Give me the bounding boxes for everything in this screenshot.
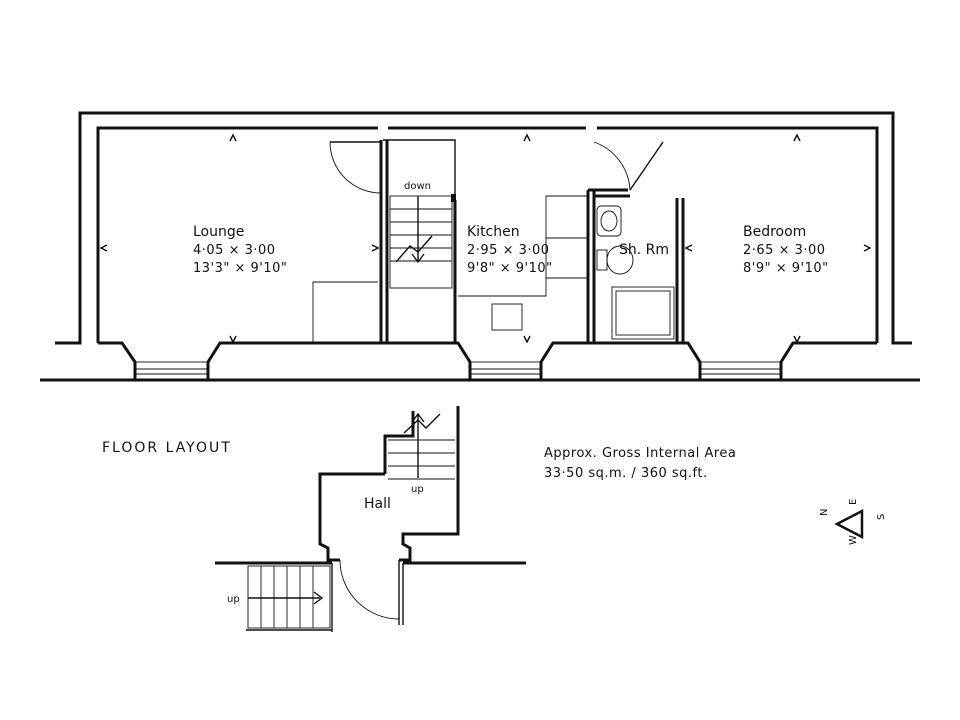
stairs-hall-up: [388, 412, 455, 480]
compass-icon: N E S W: [819, 499, 887, 545]
kitchen-name: Kitchen: [467, 224, 520, 240]
lounge-imperial: 13'3" × 9'10": [193, 261, 287, 276]
front-wall: [98, 341, 877, 380]
compass-e: E: [848, 499, 859, 505]
lounge-name: Lounge: [193, 224, 244, 240]
area-value: 33·50 sq.m. / 360 sq.ft.: [544, 466, 708, 481]
window-bedroom: [699, 361, 782, 381]
stairs-down-label: down: [404, 181, 431, 192]
compass-s: S: [876, 514, 887, 520]
bedroom-name: Bedroom: [743, 224, 806, 240]
compass-w: W: [848, 535, 859, 545]
stairs-hall-up-label: up: [411, 484, 424, 495]
stairs-entry-up: [247, 565, 331, 629]
bedroom-imperial: 8'9" × 9'10": [743, 261, 829, 276]
kitchen-imperial: 9'8" × 9'10": [467, 261, 553, 276]
lounge-metric: 4·05 × 3·00: [193, 243, 276, 258]
compass-n: N: [819, 509, 830, 516]
shower-room-name: Sh. Rm: [619, 242, 669, 258]
door-shower: [593, 141, 664, 191]
hall-name: Hall: [364, 496, 391, 512]
window-kitchen: [469, 361, 542, 381]
kitchen-units: [312, 195, 588, 343]
area-label: Approx. Gross Internal Area: [544, 446, 736, 461]
door-lounge: [329, 141, 382, 194]
window-lounge: [134, 361, 209, 381]
kitchen-metric: 2·95 × 3·00: [467, 243, 550, 258]
bedroom-metric: 2·65 × 3·00: [743, 243, 826, 258]
shower-fittings: [596, 205, 675, 340]
interior-walls: [379, 139, 685, 343]
stairs-entry-up-label: up: [227, 594, 240, 605]
dimension-marks: [99, 133, 872, 344]
floor-layout-title: FLOOR LAYOUT: [102, 440, 232, 456]
stairs-down: [389, 194, 456, 289]
hall-plan: [215, 406, 526, 632]
